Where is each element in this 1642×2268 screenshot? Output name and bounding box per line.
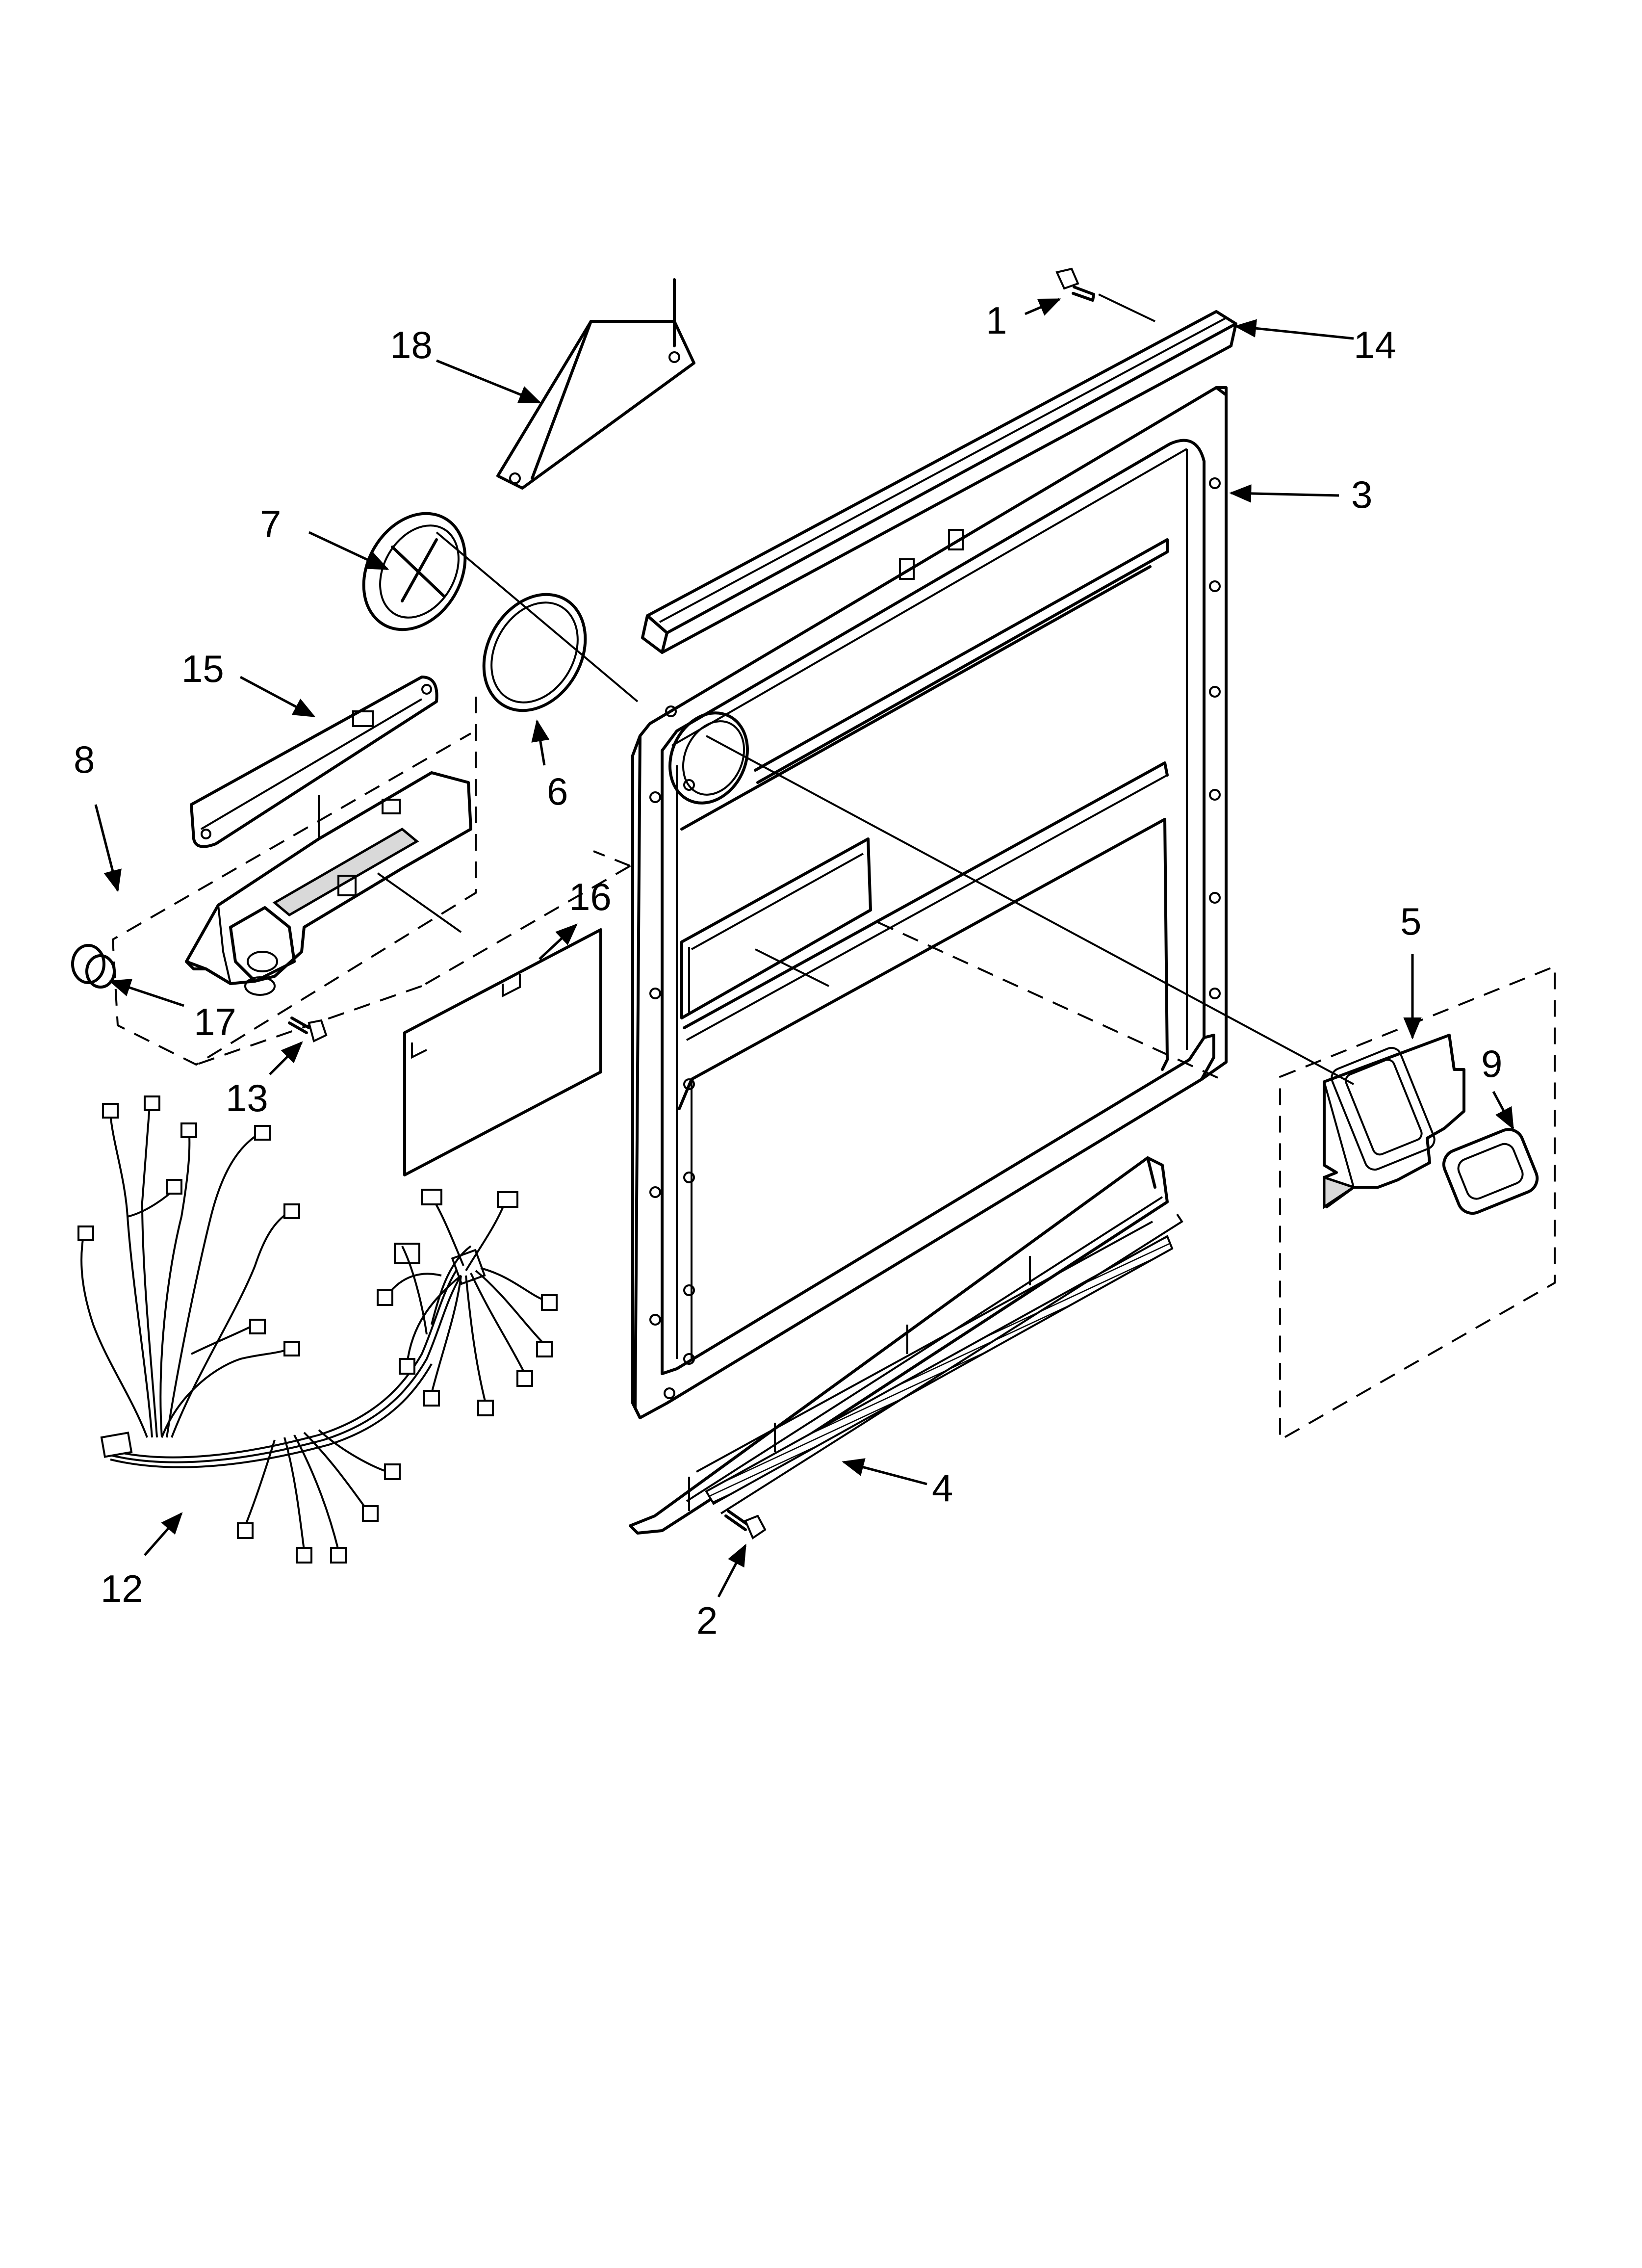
part-12-wire-harness (77, 1095, 558, 1564)
callout-15: 15 (181, 647, 224, 690)
part-16-insulation (403, 928, 602, 1176)
part-15-cover-bar (190, 676, 438, 848)
part-7-fan-cover (362, 512, 639, 703)
callout-3: 3 (1351, 473, 1372, 516)
part-1-screw (1055, 267, 1155, 322)
part-3-inner-door (631, 386, 1228, 1419)
callout-14: 14 (1354, 323, 1396, 366)
callout-17: 17 (194, 1000, 236, 1043)
guide-line-panel-to-vent (877, 921, 1222, 1080)
callout-12: 12 (101, 1567, 143, 1610)
part-4-bottom-strip (629, 1156, 1183, 1535)
part-17-knob (71, 944, 116, 989)
callout-2: 2 (696, 1599, 718, 1642)
callout-16: 16 (569, 875, 612, 918)
part-18-bracket (496, 278, 695, 490)
callout-13: 13 (226, 1076, 268, 1120)
callout-8: 8 (74, 738, 95, 781)
callout-18: 18 (390, 323, 433, 366)
callout-5: 5 (1400, 900, 1421, 943)
callout-9: 9 (1481, 1042, 1502, 1085)
part-9-gasket (1442, 1128, 1539, 1215)
callout-4: 4 (932, 1466, 953, 1510)
callout-labels: 1 2 3 4 5 6 7 8 9 12 13 14 15 16 17 18 (74, 299, 1502, 1642)
callout-1: 1 (986, 299, 1007, 342)
part-8-dispenser-assembly (71, 697, 631, 1066)
callout-7: 7 (260, 502, 281, 546)
part-13-screw (288, 1017, 328, 1043)
leader-lines (94, 298, 1514, 1598)
callout-6: 6 (547, 770, 568, 813)
part-6-ring-gasket (482, 593, 587, 712)
part-14-top-rail (641, 310, 1237, 654)
guide-line-port-to-vent (706, 735, 1354, 1085)
part-2-screw (724, 1510, 767, 1540)
part-5-vent-assembly (1279, 965, 1556, 1442)
